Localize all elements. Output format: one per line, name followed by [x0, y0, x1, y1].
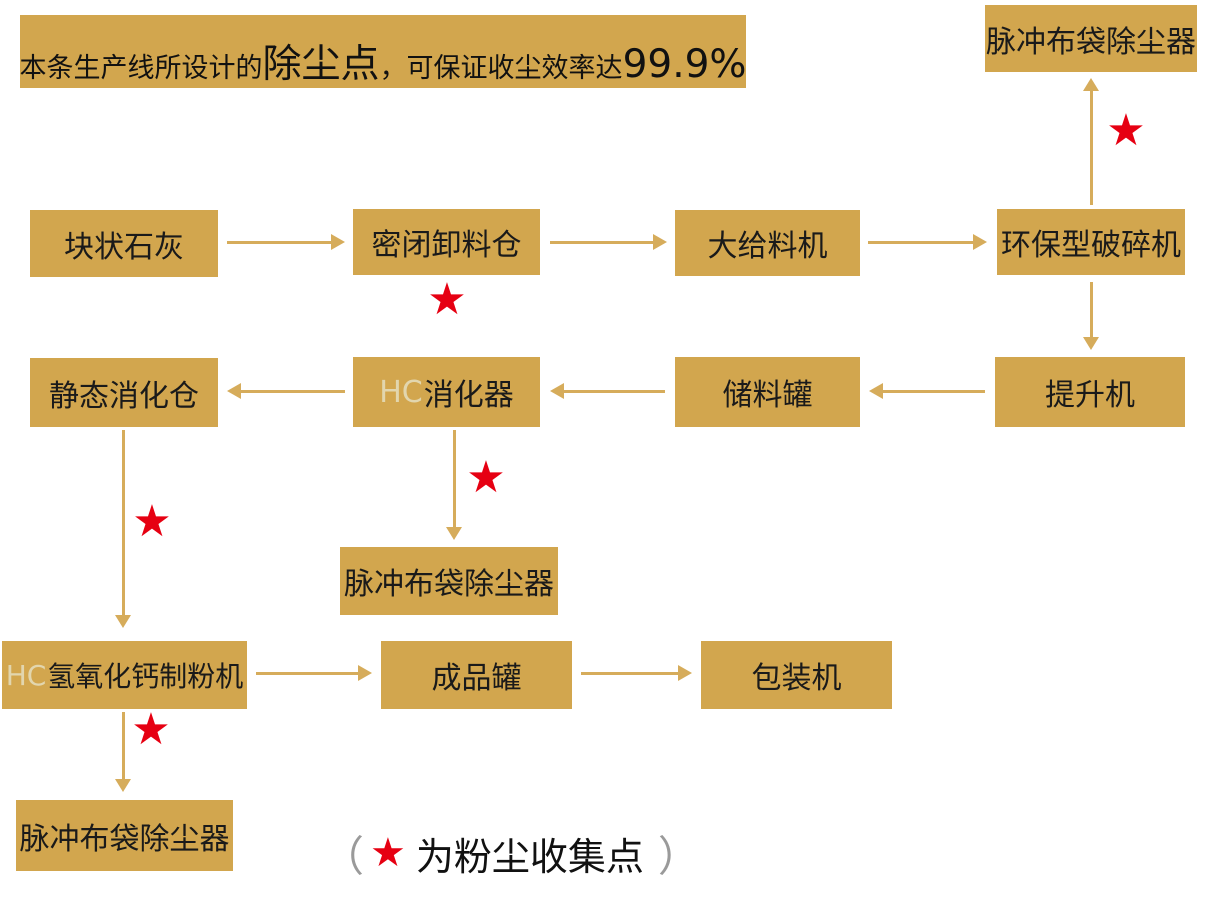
arrow-crusher-to-dust-top [1083, 78, 1099, 205]
arrow-finished-tank-to-packing [581, 665, 692, 681]
arrow-bin-to-feeder [550, 234, 667, 250]
legend-open-paren: （ [322, 831, 365, 881]
node-static-digestion-bin: 静态消化仓 [30, 358, 218, 427]
arrowhead-icon [115, 779, 131, 792]
node-eco-crusher: 环保型破碎机 [997, 209, 1185, 275]
node-label: 静态消化仓 [49, 378, 199, 414]
node-label: 包装机 [751, 661, 842, 696]
arrow-lime-to-bin [227, 234, 345, 250]
dust-collection-star-icon: ★ [131, 704, 171, 755]
node-label: 脉冲布袋除尘器 [986, 24, 1196, 60]
node-dust-collector-top: 脉冲布袋除尘器 [985, 5, 1197, 72]
legend: （ ★ 为粉尘收集点 ） [322, 820, 700, 886]
node-label: 氢氧化钙制粉机 [47, 660, 244, 693]
banner-text-highlight: 除尘点 [262, 42, 380, 87]
node-storage-tank: 储料罐 [675, 357, 860, 427]
node-label: 脉冲布袋除尘器 [19, 821, 230, 857]
dust-collection-star-icon: ★ [466, 452, 506, 503]
node-label: 消化器 [423, 378, 514, 413]
node-label: 大给料机 [707, 229, 828, 264]
node-label: 成品罐 [431, 661, 522, 696]
arrowhead-icon [227, 383, 241, 399]
dust-collection-star-icon: ★ [1106, 105, 1146, 156]
arrowhead-icon [115, 615, 131, 628]
arrowhead-icon [1083, 78, 1099, 91]
node-label: 脉冲布袋除尘器 [344, 567, 554, 602]
legend-text: 为粉尘收集点 [415, 834, 644, 879]
node-label-brand: HC [379, 374, 423, 410]
banner-text-middle: ，可保证收尘效率达 [379, 53, 623, 84]
arrowhead-icon [678, 665, 692, 681]
arrow-elevator-to-storage [869, 383, 985, 399]
arrowhead-icon [1083, 337, 1099, 350]
node-elevator: 提升机 [995, 357, 1185, 427]
node-hc-powder-machine: HC 氢氧化钙制粉机 [2, 641, 247, 709]
arrow-storage-to-digester [550, 383, 665, 399]
node-sealed-unloading-bin: 密闭卸料仓 [353, 209, 540, 275]
dust-collection-star-icon: ★ [132, 496, 172, 547]
node-lump-lime: 块状石灰 [30, 210, 218, 277]
dust-collection-star-icon: ★ [427, 274, 467, 325]
arrowhead-icon [358, 665, 372, 681]
legend-close-paren: ） [657, 831, 700, 881]
arrow-powder-machine-to-finished-tank [256, 665, 372, 681]
node-packing-machine: 包装机 [701, 641, 892, 709]
arrowhead-icon [869, 383, 883, 399]
node-finished-tank: 成品罐 [381, 641, 572, 709]
node-label: 环保型破碎机 [1001, 228, 1181, 263]
node-label: 储料罐 [722, 378, 813, 413]
arrow-crusher-to-elevator [1083, 282, 1099, 350]
arrowhead-icon [446, 527, 462, 540]
arrow-static-bin-to-powder-machine [115, 430, 131, 628]
node-hc-digester: HC 消化器 [353, 357, 540, 427]
node-dust-collector-mid: 脉冲布袋除尘器 [340, 547, 558, 615]
arrow-digester-to-dust-mid [446, 430, 462, 540]
arrow-powder-machine-to-dust-bottom [115, 712, 131, 792]
legend-star-icon: ★ [370, 830, 406, 876]
arrowhead-icon [653, 234, 667, 250]
node-large-feeder: 大给料机 [675, 210, 860, 276]
node-label-brand: HC [5, 658, 47, 692]
arrow-feeder-to-crusher [868, 234, 987, 250]
arrow-digester-to-static-bin [227, 383, 345, 399]
banner-text-percent: 99.9% [622, 42, 747, 87]
node-label: 块状石灰 [64, 229, 184, 265]
node-dust-collector-bottom: 脉冲布袋除尘器 [16, 800, 233, 871]
arrowhead-icon [550, 383, 564, 399]
node-label: 提升机 [1045, 378, 1135, 413]
node-label: 密闭卸料仓 [371, 228, 522, 263]
arrowhead-icon [331, 234, 345, 250]
arrowhead-icon [973, 234, 987, 250]
banner-text-prefix: 本条生产线所设计的 [19, 53, 263, 84]
